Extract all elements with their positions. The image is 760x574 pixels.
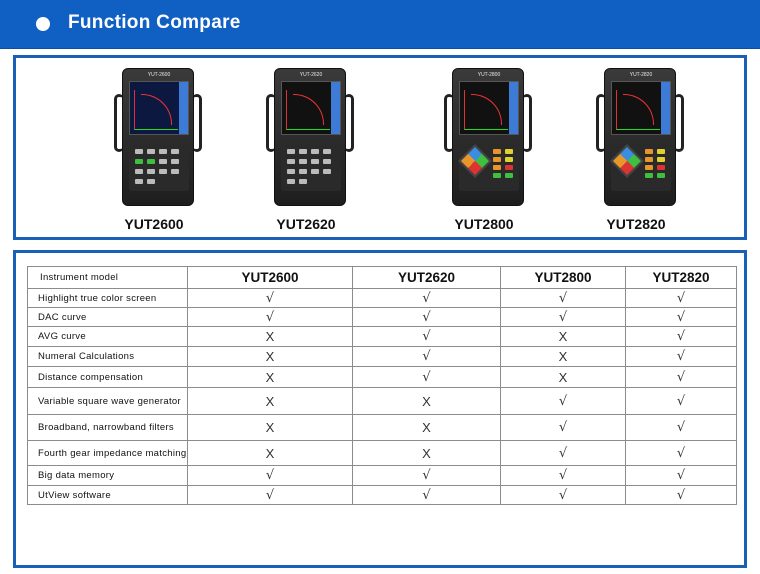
- check-mark: √: [500, 485, 626, 505]
- product-card-yut2820: YUT-2820 YUT2820: [576, 66, 696, 236]
- device-brand-label: YUT-2600: [147, 72, 171, 78]
- cross-mark: X: [500, 366, 626, 388]
- bullet-dot-icon: [36, 17, 50, 31]
- check-mark: √: [625, 387, 737, 415]
- check-mark: √: [625, 366, 737, 388]
- cross-mark: X: [500, 346, 626, 367]
- check-mark: √: [500, 288, 626, 308]
- products-panel: YUT-2600 YUT2600 YUT-2620: [13, 55, 747, 240]
- instrument-model-header: Instrument model: [27, 266, 188, 289]
- cross-mark: X: [187, 387, 353, 415]
- check-mark: √: [500, 307, 626, 327]
- device-image-yut2600: YUT-2600: [114, 68, 202, 206]
- feature-name: Broadband, narrowband filters: [27, 414, 188, 441]
- check-mark: √: [625, 288, 737, 308]
- check-mark: √: [352, 485, 501, 505]
- device-image-yut2620: YUT-2620: [266, 68, 354, 206]
- check-mark: √: [625, 465, 737, 486]
- check-mark: √: [625, 326, 737, 347]
- table-header-row: Instrument model YUT2600 YUT2620 YUT2800…: [27, 266, 737, 289]
- check-mark: √: [625, 346, 737, 367]
- product-label: YUT2600: [124, 216, 184, 232]
- product-card-yut2620: YUT-2620 YUT2620: [246, 66, 366, 236]
- cross-mark: X: [187, 366, 353, 388]
- model-header-yut2600: YUT2600: [187, 266, 353, 289]
- check-mark: √: [187, 465, 353, 486]
- table-row: DAC curve√√√√: [27, 307, 737, 327]
- check-mark: √: [625, 414, 737, 441]
- table-row: UtView software√√√√: [27, 485, 737, 505]
- check-mark: √: [352, 465, 501, 486]
- check-mark: √: [352, 307, 501, 327]
- device-brand-label: YUT-2620: [299, 72, 323, 78]
- product-label: YUT2620: [276, 216, 336, 232]
- table-row: Highlight true color screen√√√√: [27, 288, 737, 308]
- feature-name: Fourth gear impedance matching: [27, 440, 188, 466]
- check-mark: √: [625, 307, 737, 327]
- check-mark: √: [352, 288, 501, 308]
- cross-mark: X: [352, 440, 501, 466]
- device-brand-label: YUT-2800: [477, 72, 501, 78]
- feature-name: Big data memory: [27, 465, 188, 486]
- feature-name: Variable square wave generator: [27, 387, 188, 415]
- product-label: YUT2800: [454, 216, 514, 232]
- cross-mark: X: [187, 440, 353, 466]
- cross-mark: X: [500, 326, 626, 347]
- page-title: Function Compare: [68, 12, 241, 33]
- device-image-yut2800: YUT-2800: [444, 68, 532, 206]
- feature-name: Numeral Calculations: [27, 346, 188, 367]
- feature-name: AVG curve: [27, 326, 188, 347]
- check-mark: √: [352, 346, 501, 367]
- model-header-yut2620: YUT2620: [352, 266, 501, 289]
- check-mark: √: [500, 440, 626, 466]
- device-brand-label: YUT-2820: [629, 72, 653, 78]
- feature-name: Distance compensation: [27, 366, 188, 388]
- model-header-yut2820: YUT2820: [625, 266, 737, 289]
- comparison-table: Instrument model YUT2600 YUT2620 YUT2800…: [27, 266, 737, 505]
- cross-mark: X: [352, 387, 501, 415]
- check-mark: √: [352, 326, 501, 347]
- cross-mark: X: [352, 414, 501, 441]
- check-mark: √: [625, 440, 737, 466]
- check-mark: √: [500, 465, 626, 486]
- cross-mark: X: [187, 414, 353, 441]
- check-mark: √: [187, 307, 353, 327]
- check-mark: √: [500, 414, 626, 441]
- feature-name: DAC curve: [27, 307, 188, 327]
- cross-mark: X: [187, 346, 353, 367]
- page-header: Function Compare: [0, 0, 760, 49]
- product-card-yut2600: YUT-2600 YUT2600: [94, 66, 214, 236]
- feature-name: Highlight true color screen: [27, 288, 188, 308]
- table-body: Highlight true color screen√√√√DAC curve…: [27, 288, 737, 505]
- check-mark: √: [187, 485, 353, 505]
- check-mark: √: [187, 288, 353, 308]
- product-card-yut2800: YUT-2800 YUT2800: [424, 66, 544, 236]
- check-mark: √: [625, 485, 737, 505]
- model-header-yut2800: YUT2800: [500, 266, 626, 289]
- check-mark: √: [500, 387, 626, 415]
- comparison-panel: Instrument model YUT2600 YUT2620 YUT2800…: [13, 250, 747, 568]
- feature-name: UtView software: [27, 485, 188, 505]
- table-row: Big data memory√√√√: [27, 465, 737, 486]
- product-label: YUT2820: [606, 216, 666, 232]
- cross-mark: X: [187, 326, 353, 347]
- check-mark: √: [352, 366, 501, 388]
- device-image-yut2820: YUT-2820: [596, 68, 684, 206]
